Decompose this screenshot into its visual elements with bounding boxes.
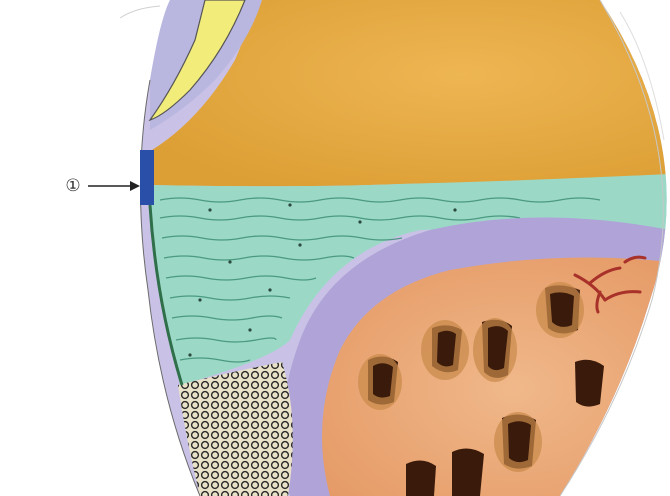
pebbled-region xyxy=(178,362,293,496)
pencil-line xyxy=(120,6,160,18)
callout-marker: ① xyxy=(62,173,142,199)
blue-strip xyxy=(140,150,154,205)
callout-arrow-icon xyxy=(62,173,142,199)
